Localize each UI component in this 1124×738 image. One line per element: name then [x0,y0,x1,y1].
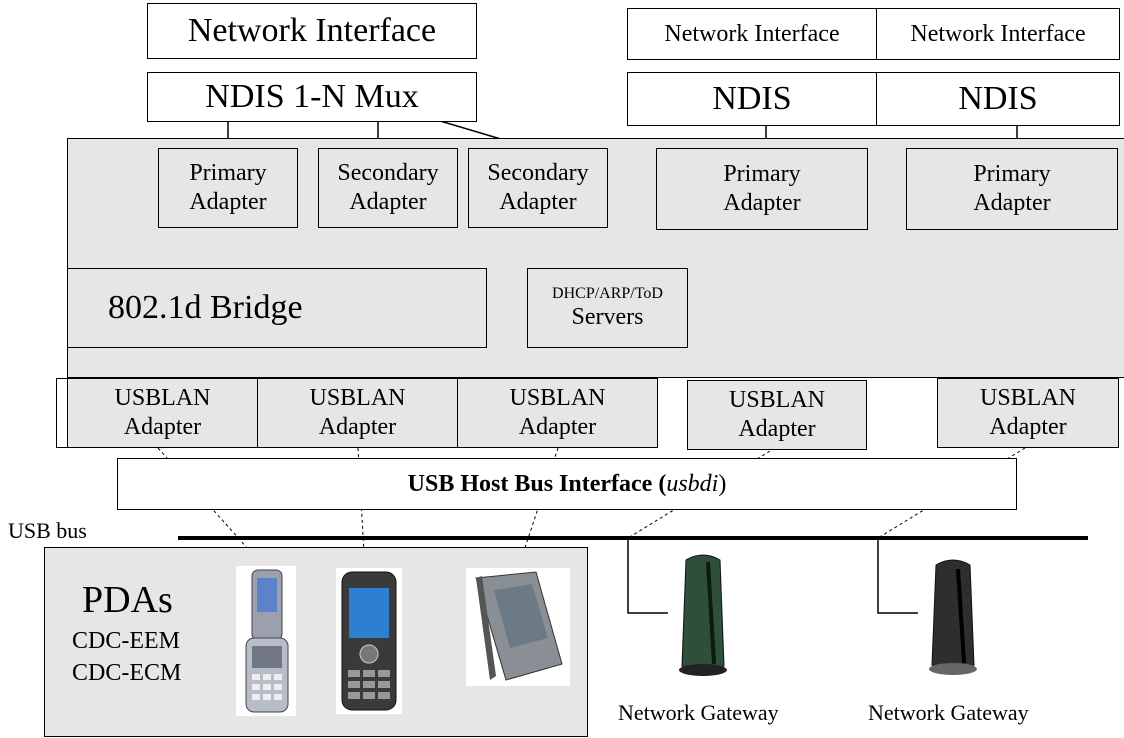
usblan-adapter-box: USBLAN Adapter [937,378,1119,448]
smartphone-image [336,568,402,714]
network-interface-box: Network Interface [147,3,477,59]
network-interface-label: Network Interface [910,20,1086,47]
usblan-label: USBLAN [728,387,825,414]
adapter-label: Primary [723,161,801,188]
flip-phone-image [236,566,296,716]
servers-label: Servers [571,304,644,331]
network-gateway-image [668,550,738,680]
ndis-box: NDIS [876,72,1120,126]
adapter-label: Secondary [337,160,439,187]
ndis-label: NDIS [712,79,792,117]
secondary-adapter-box: Secondary Adapter [468,148,608,228]
usblan-adapter-box: USBLAN Adapter [257,378,458,448]
bridge-label: 802.1d Bridge [108,288,303,326]
usblan-label: Adapter [738,416,816,442]
host-bus-label: USB Host Bus Interface ( [407,470,667,497]
adapter-label: Adapter [349,189,427,215]
usblan-label: USBLAN [309,385,406,412]
servers-box: DHCP/ARP/ToD Servers [527,268,688,348]
adapter-label: Secondary [487,160,589,187]
adapter-label: Adapter [189,189,267,215]
network-interface-label: Network Interface [664,20,840,47]
host-bus-interface-box: USB Host Bus Interface (usbdi) [117,458,1017,510]
usblan-label: USBLAN [114,385,211,412]
primary-adapter-box: Primary Adapter [158,148,298,228]
network-gateway-image [918,555,988,680]
bridge-box: 802.1d Bridge [67,268,487,348]
pdas-title: PDAs [82,579,173,621]
flip-pda-image [466,568,570,686]
usblan-label: USBLAN [979,385,1076,412]
usblan-label: USBLAN [509,385,606,412]
pdas-protocol: CDC-ECM [72,660,182,686]
host-bus-close: ) [718,470,727,497]
usblan-adapter-box: USBLAN Adapter [457,378,658,448]
adapter-label: Adapter [499,189,577,215]
network-interface-box: Network Interface [876,8,1120,60]
primary-adapter-box: Primary Adapter [906,148,1118,230]
servers-protocols: DHCP/ARP/ToD [552,285,663,302]
host-bus-usbdi: usbdi [666,470,719,497]
secondary-adapter-box: Secondary Adapter [318,148,458,228]
ndis-box: NDIS [627,72,877,126]
usblan-adapter-box: USBLAN Adapter [687,380,867,450]
usblan-label: Adapter [989,414,1067,440]
usblan-label: Adapter [518,414,597,440]
adapter-label: Primary [973,161,1051,188]
gateway-label: Network Gateway [618,700,779,725]
usblan-adapter-box: USBLAN Adapter [67,378,258,448]
network-interface-box: Network Interface [627,8,877,60]
ndis-mux-box: NDIS 1-N Mux [147,72,477,122]
pdas-protocol: CDC-EEM [72,628,180,654]
usblan-label: Adapter [123,414,202,440]
network-interface-label: Network Interface [187,11,437,49]
adapter-label: Primary [189,160,267,187]
primary-adapter-box: Primary Adapter [656,148,868,230]
usb-bus-label: USB bus [8,518,87,543]
gateway-label: Network Gateway [868,700,1029,725]
ndis-label: NDIS [958,79,1038,117]
adapter-label: Adapter [973,190,1051,216]
usblan-label: Adapter [318,414,397,440]
adapter-label: Adapter [723,190,801,216]
ndis-mux-label: NDIS 1-N Mux [205,77,419,115]
